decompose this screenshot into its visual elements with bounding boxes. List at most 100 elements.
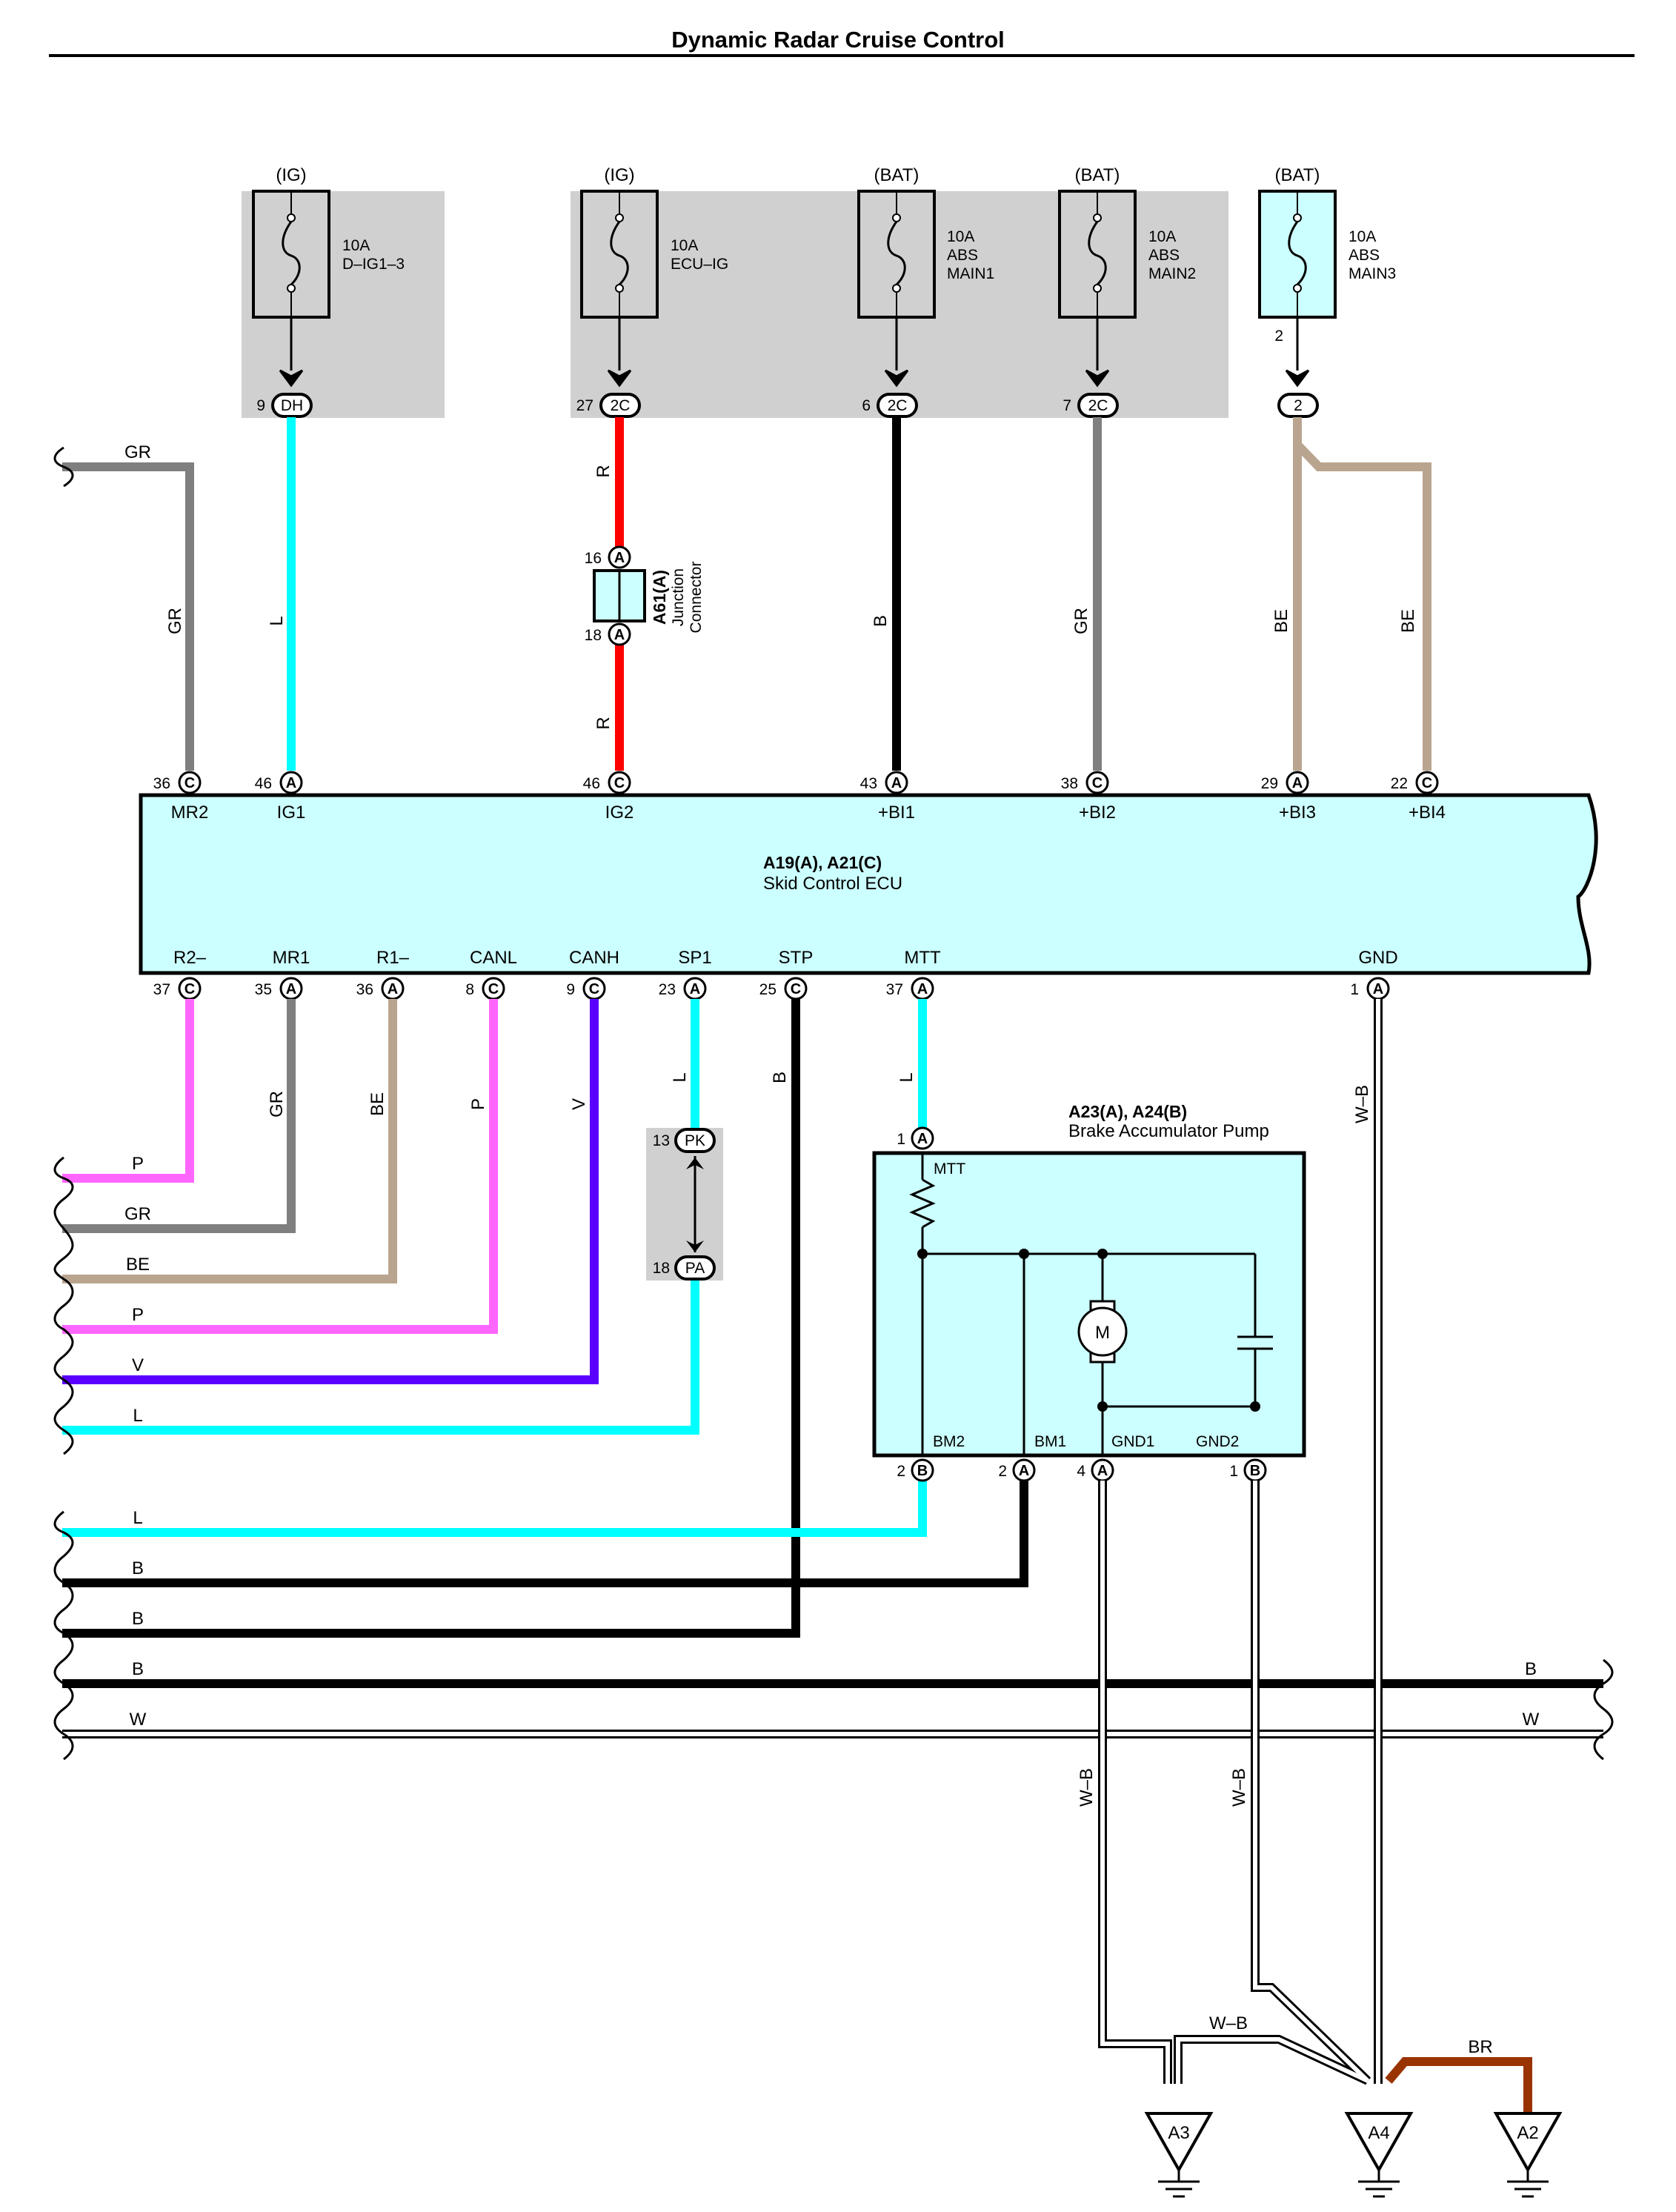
svg-text:+BI1: +BI1 bbox=[878, 803, 915, 823]
pin-number: 13 bbox=[653, 1132, 670, 1149]
wire-label: GR bbox=[165, 608, 185, 634]
fuse-panel-main bbox=[571, 191, 1228, 418]
skid-control-ecu bbox=[139, 793, 1598, 975]
pin-number: 27 bbox=[576, 397, 593, 414]
svg-text:MR1: MR1 bbox=[273, 948, 310, 968]
ground-wire-labels: W–B W–B W–B BR bbox=[1077, 1768, 1493, 2057]
svg-text:STP: STP bbox=[779, 948, 814, 968]
right-bus-labels: B W bbox=[1523, 1659, 1540, 1730]
wire-label: W–B bbox=[1229, 1768, 1249, 1807]
svg-text:8: 8 bbox=[465, 981, 474, 998]
ecu-pin-mr2: 36 C MR2 bbox=[153, 771, 209, 823]
fuse-out-connectors: 9 DH 27 2C 6 2C 7 2C 2 bbox=[256, 393, 1319, 418]
wire-b-bm1 bbox=[62, 1479, 1028, 1587]
junction-name: Junction bbox=[670, 568, 687, 626]
wire-gr-mr1 bbox=[62, 999, 296, 1233]
pump-pin-label: GND1 bbox=[1111, 1433, 1154, 1450]
pump-bottom-pins: 2 B 2 A 4 A 1 B bbox=[897, 1458, 1267, 1482]
ecu-pin-canl: CANL 8 C bbox=[465, 948, 517, 1000]
svg-text:R1–: R1– bbox=[376, 948, 410, 968]
svg-text:36: 36 bbox=[356, 981, 373, 998]
fuse-amp: 10A bbox=[342, 237, 370, 254]
wire-l-sp1-lower bbox=[62, 1279, 699, 1435]
bus-label: P bbox=[132, 1305, 144, 1325]
ecu-pin-canh: CANH 9 C bbox=[566, 948, 619, 1000]
ecu-pin-bi4: 22 C +BI4 bbox=[1391, 771, 1446, 823]
ground-label: A3 bbox=[1168, 2123, 1189, 2143]
pin-number: 1 bbox=[897, 1131, 905, 1148]
ground-a4: A4 bbox=[1344, 2112, 1414, 2198]
svg-text:C: C bbox=[589, 981, 599, 997]
svg-text:37: 37 bbox=[886, 981, 903, 998]
wire-b-stp bbox=[62, 999, 800, 1638]
ground-a3: A3 bbox=[1144, 2112, 1214, 2198]
fuse-name: D–IG1–3 bbox=[342, 256, 405, 273]
svg-text:R2–: R2– bbox=[173, 948, 207, 968]
svg-text:C: C bbox=[791, 981, 801, 997]
svg-text:A: A bbox=[690, 981, 700, 997]
pump-pin-label: BM1 bbox=[1034, 1433, 1066, 1450]
svg-text:36: 36 bbox=[153, 775, 170, 792]
pin-number: 9 bbox=[256, 397, 265, 414]
wire-label: B bbox=[871, 615, 891, 627]
svg-text:1: 1 bbox=[1229, 1463, 1238, 1480]
svg-text:4: 4 bbox=[1077, 1463, 1085, 1480]
wire-label: W–B bbox=[1209, 2013, 1248, 2033]
connector-code: 2C bbox=[888, 397, 908, 414]
fuse-name-2: MAIN2 bbox=[1148, 265, 1196, 282]
bus-label: P bbox=[132, 1154, 144, 1174]
wire-label: V bbox=[569, 1098, 589, 1110]
bus-label: L bbox=[133, 1406, 142, 1426]
bus-label: W bbox=[130, 1710, 147, 1730]
svg-text:MR2: MR2 bbox=[171, 803, 209, 823]
svg-text:C: C bbox=[184, 775, 195, 791]
connector-code: A bbox=[614, 550, 625, 566]
wire-label: R bbox=[593, 465, 613, 477]
lower-wires bbox=[62, 999, 1603, 1688]
ecu-pin-r1: R1– 36 A bbox=[356, 948, 410, 1000]
fuse-abs-main3: (BAT) 10A ABS MAIN3 2 bbox=[1258, 165, 1396, 345]
pump-id: A23(A), A24(B) bbox=[1068, 1102, 1187, 1121]
svg-text:CANH: CANH bbox=[569, 948, 619, 968]
ecu-pin-gnd: GND 1 A bbox=[1350, 948, 1398, 1000]
ecu-pin-bi1: 43 A +BI1 bbox=[860, 771, 915, 823]
svg-text:+BI4: +BI4 bbox=[1409, 803, 1446, 823]
fuse-source: (BAT) bbox=[874, 165, 920, 185]
motor-symbol: M bbox=[1077, 1300, 1128, 1364]
wire-label: R bbox=[593, 717, 613, 729]
wire-label: B bbox=[770, 1072, 790, 1083]
svg-text:2: 2 bbox=[897, 1463, 905, 1480]
svg-text:25: 25 bbox=[759, 981, 777, 998]
connector-code: A bbox=[614, 627, 625, 643]
pin-number: 16 bbox=[585, 550, 602, 567]
wire-label: BR bbox=[1468, 2037, 1492, 2057]
fuse-name: ABS bbox=[947, 247, 978, 264]
svg-text:A: A bbox=[286, 981, 296, 997]
junction-id: A61(A) bbox=[650, 570, 669, 625]
wire-be-r1 bbox=[62, 999, 397, 1283]
svg-text:+BI2: +BI2 bbox=[1079, 803, 1116, 823]
svg-text:B: B bbox=[1250, 1463, 1260, 1479]
wire-br-ground bbox=[1385, 2057, 1532, 2113]
top-wires bbox=[62, 417, 1431, 771]
wire-v-canh bbox=[62, 999, 599, 1384]
svg-text:46: 46 bbox=[255, 775, 272, 792]
wire-label: GR bbox=[1071, 608, 1091, 634]
svg-text:9: 9 bbox=[566, 981, 575, 998]
connector-code: 2C bbox=[611, 397, 631, 414]
fuse-source: (IG) bbox=[276, 165, 306, 185]
svg-text:C: C bbox=[184, 981, 195, 997]
svg-text:46: 46 bbox=[583, 775, 600, 792]
ecu-id: A19(A), A21(C) bbox=[763, 853, 882, 872]
svg-text:C: C bbox=[614, 775, 625, 791]
svg-text:+BI3: +BI3 bbox=[1279, 803, 1316, 823]
wire-label: BE bbox=[1271, 609, 1291, 633]
fuse-name-2: MAIN3 bbox=[1349, 265, 1396, 282]
fuse-source: (BAT) bbox=[1275, 165, 1320, 185]
wire-label: L bbox=[897, 1072, 917, 1082]
fuse-source: (IG) bbox=[604, 165, 634, 185]
junction-name-2: Connector bbox=[688, 562, 705, 634]
top-wire-labels: GR GR L R R B GR BE BE bbox=[124, 442, 1418, 730]
fuse-source: (BAT) bbox=[1075, 165, 1120, 185]
